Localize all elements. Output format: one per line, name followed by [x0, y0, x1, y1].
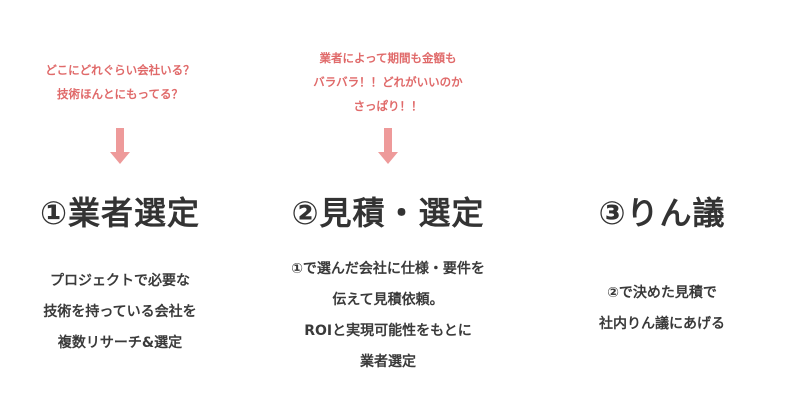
down-arrow-icon — [378, 128, 398, 168]
note-line: バラバラ！！どれがいいのか — [313, 75, 463, 89]
desc-line: 業者選定 — [360, 354, 416, 370]
down-arrow-icon — [110, 128, 130, 168]
desc-line: ②で決めた見積で — [607, 285, 717, 301]
step-2-description: ①で選んだ会社に仕様・要件を 伝えて見積依頼。 ROIと実現可能性をもとに 業者… — [258, 254, 518, 378]
desc-line: 複数リサーチ&選定 — [57, 335, 183, 351]
note-line: 技術ほんとにもってる？ — [57, 87, 183, 101]
desc-line: 社内りん議にあげる — [599, 316, 725, 332]
step-1-concern-note: どこにどれぐらい会社いる？ 技術ほんとにもってる？ — [0, 58, 250, 106]
step-2-column: 業者によって期間も金額も バラバラ！！どれがいいのか さっぱり！！ ②見積・選定… — [258, 0, 518, 419]
note-line: 業者によって期間も金額も — [319, 51, 457, 65]
step-3-description: ②で決めた見積で 社内りん議にあげる — [532, 278, 792, 340]
step-1-title: ①業者選定 — [39, 194, 201, 232]
step-2-title: ②見積・選定 — [291, 194, 485, 232]
desc-line: 技術を持っている会社を — [43, 304, 197, 320]
step-2-concern-note: 業者によって期間も金額も バラバラ！！どれがいいのか さっぱり！！ — [258, 46, 518, 118]
desc-line: 伝えて見積依頼。 — [332, 292, 444, 308]
step-1-description: プロジェクトで必要な 技術を持っている会社を 複数リサーチ&選定 — [0, 266, 250, 359]
desc-line: ROIと実現可能性をもとに — [304, 323, 472, 339]
step-3-title: ③りん議 — [598, 194, 726, 232]
desc-line: プロジェクトで必要な — [50, 273, 190, 289]
step-1-column: どこにどれぐらい会社いる？ 技術ほんとにもってる？ ①業者選定 プロジェクトで必… — [0, 0, 250, 419]
step-3-column: ③りん議 ②で決めた見積で 社内りん議にあげる — [532, 0, 792, 419]
note-line: さっぱり！！ — [353, 99, 423, 113]
note-line: どこにどれぐらい会社いる？ — [45, 63, 195, 77]
desc-line: ①で選んだ会社に仕様・要件を — [291, 261, 485, 277]
